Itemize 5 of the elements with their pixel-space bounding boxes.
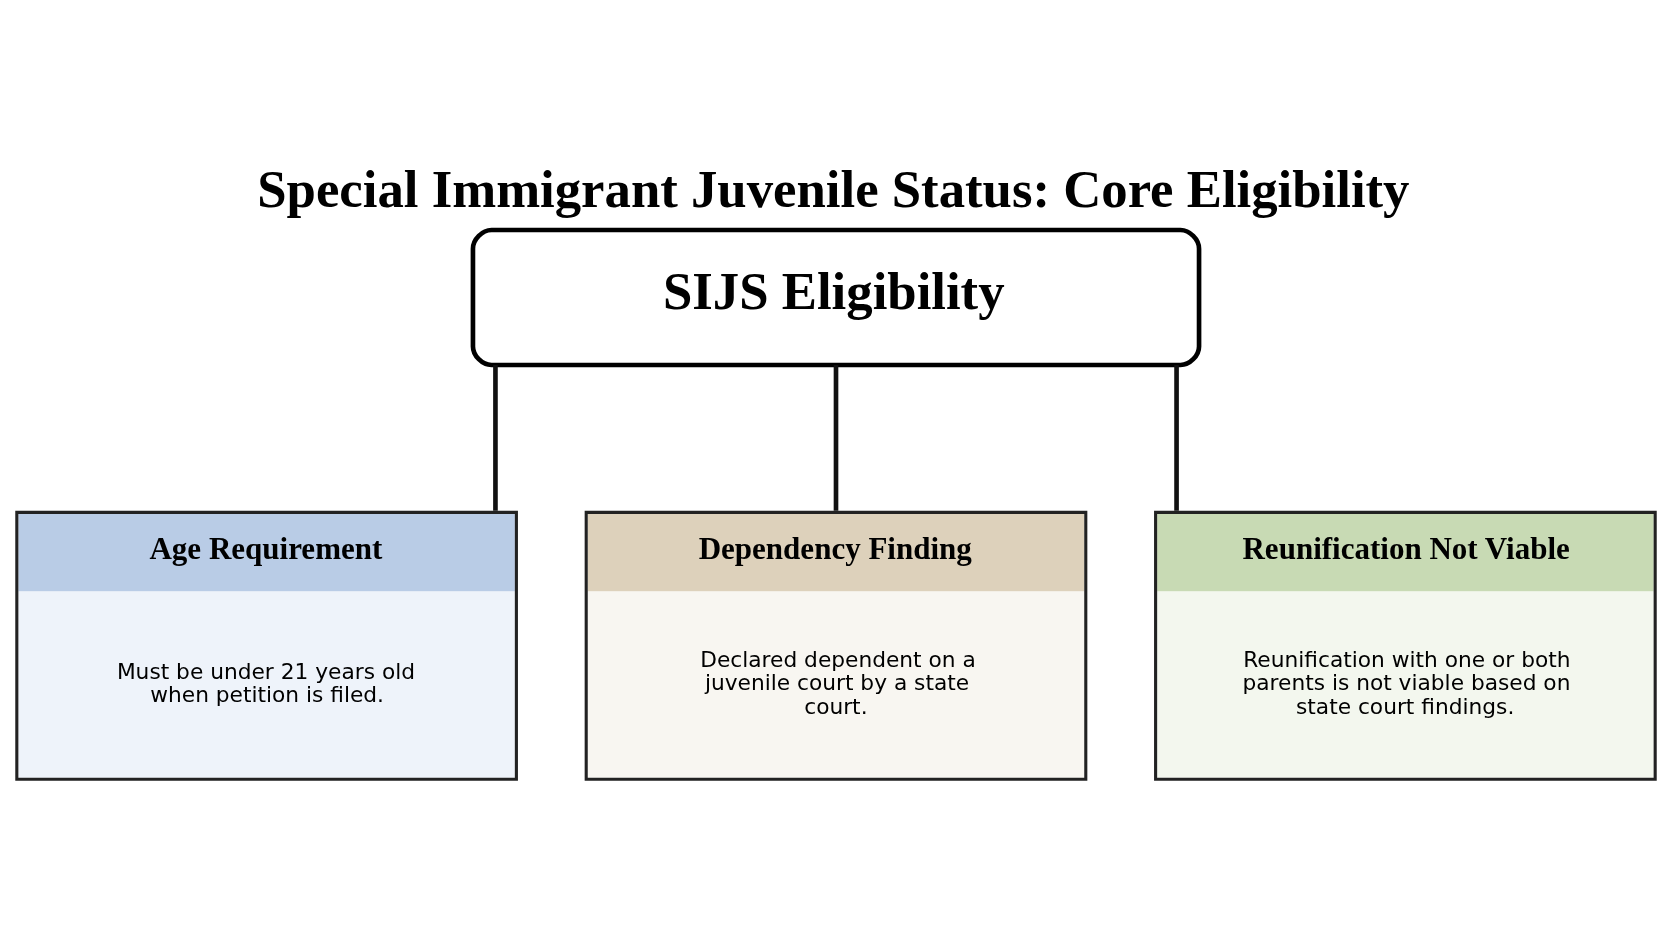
connector [833, 365, 839, 511]
node-box: SIJS Eligibility [470, 227, 1202, 368]
diagram-title: Special Immigrant Juvenile Status: Core Eligibility [257, 160, 1410, 219]
connector [1174, 365, 1179, 511]
connector [493, 365, 498, 511]
